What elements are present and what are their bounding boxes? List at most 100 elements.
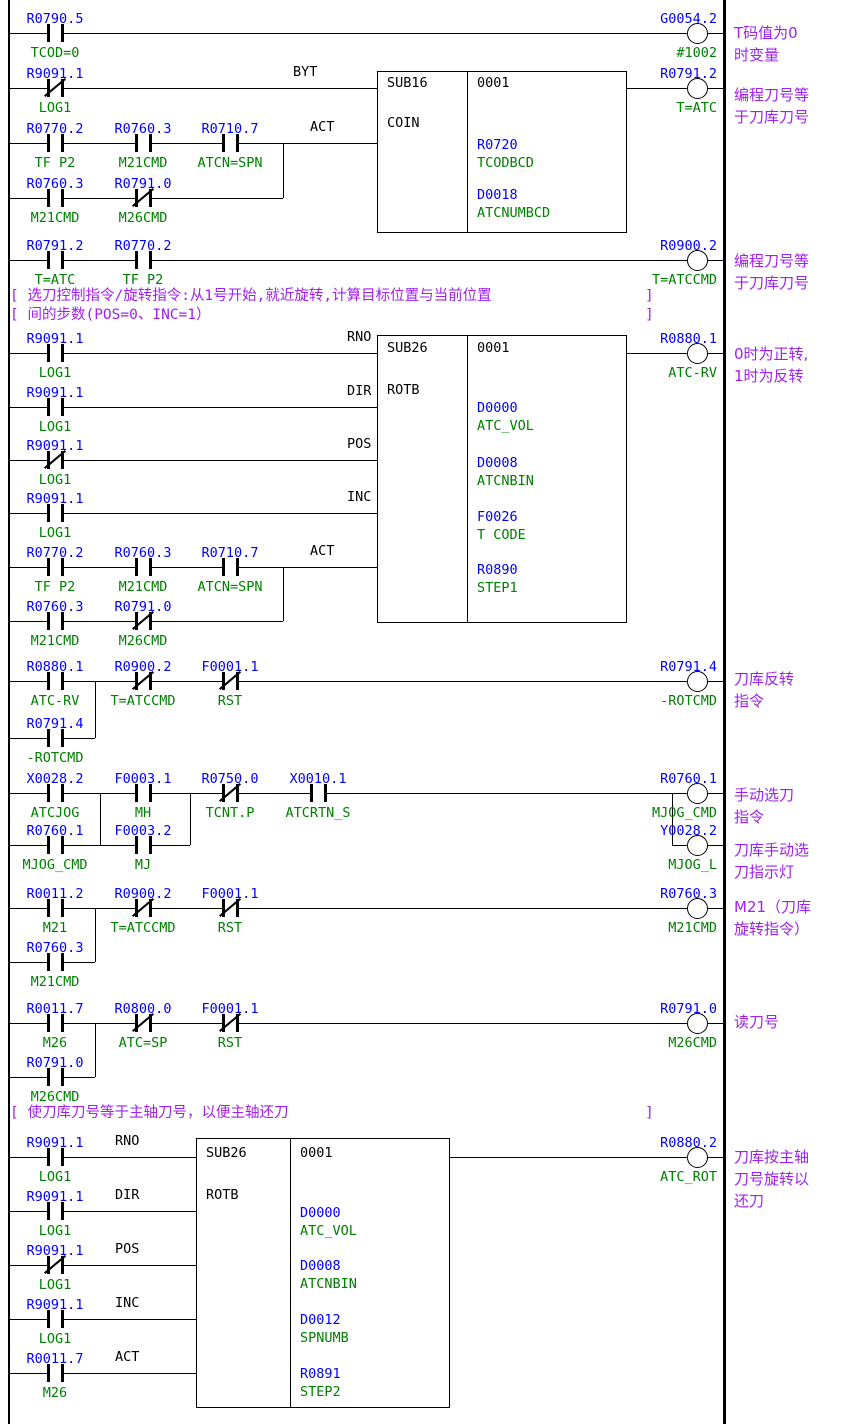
comment-text: ] (645, 307, 654, 323)
function-block-text: R0720 (477, 137, 518, 153)
function-block-text: D0012 (300, 1312, 341, 1328)
function-block-text: STEP1 (477, 580, 518, 596)
annotation-text: 指令 (734, 808, 765, 826)
function-block-text: ROTB (206, 1187, 239, 1203)
coil-address: G0054.2 (660, 11, 717, 27)
contact-label: LOG1 (38, 1331, 72, 1347)
parameter-label-BYT: BYT (293, 64, 318, 80)
contact-address: R0900.2 (114, 659, 172, 675)
contact-address: R0790.5 (26, 11, 84, 27)
nc-contact-F0001.1 (219, 1013, 241, 1032)
function-block-text: D0008 (477, 455, 518, 471)
contact-address: R0011.2 (26, 886, 84, 902)
contact-label: M26CMD (30, 1089, 80, 1105)
v-wire (100, 793, 101, 845)
no-contact-R0710.7 (222, 558, 239, 576)
h-wire (8, 1211, 196, 1212)
nc-contact-R0800.0 (132, 1013, 154, 1032)
nc-contact-R9091.1 (44, 1255, 66, 1274)
function-block-SUB26-ROTB-1 (377, 335, 627, 623)
coil-R0760.3 (687, 898, 708, 919)
annotation-text: 刀库按主轴 (734, 1148, 810, 1166)
function-block-SUB26-ROTB-2 (196, 1138, 450, 1408)
nc-contact-R9091.1 (44, 78, 66, 97)
function-block-text: D0000 (300, 1205, 341, 1221)
function-block-text: D0018 (477, 187, 518, 203)
contact-label: LOG1 (38, 1169, 72, 1185)
parameter-label-INC: INC (347, 489, 372, 505)
contact-address: R9091.1 (26, 491, 84, 507)
nc-contact-R0900.2 (132, 671, 154, 690)
contact-address: R0791.0 (114, 176, 172, 192)
annotation-text: 指令 (734, 692, 765, 710)
contact-address: R9091.1 (26, 385, 84, 401)
contact-label: LOG1 (38, 525, 72, 541)
coil-label: #1002 (676, 45, 717, 61)
contact-address: X0028.2 (26, 771, 84, 787)
h-wire (8, 353, 377, 354)
contact-label: M21CMD (118, 155, 168, 171)
contact-label: M26 (42, 1385, 68, 1401)
coil-G0054.2 (687, 23, 708, 44)
comment-text: ] (645, 288, 654, 304)
nc-slash (132, 1013, 154, 1032)
h-wire (8, 88, 377, 89)
nc-contact-R0791.0 (132, 188, 154, 207)
parameter-label-ACT: ACT (310, 543, 335, 559)
function-block-text: ATCNUMBCD (477, 205, 551, 221)
function-block-text: D0008 (300, 1258, 341, 1274)
no-contact-R9091.1 (47, 504, 64, 522)
nc-contact-R0900.2 (132, 898, 154, 917)
annotation-text: 时变量 (734, 46, 780, 64)
no-contact-R0011.2 (47, 899, 64, 917)
contact-address: R0011.7 (26, 1351, 84, 1367)
nc-slash (132, 611, 154, 630)
contact-address: R9091.1 (26, 1135, 84, 1151)
coil-address: R0880.2 (660, 1135, 717, 1151)
h-wire (8, 1373, 196, 1374)
no-contact-R0760.3 (135, 134, 152, 152)
nc-slash (219, 1013, 241, 1032)
nc-slash (132, 671, 154, 690)
no-contact-X0010.1 (310, 784, 327, 802)
function-block-text: SPNUMB (300, 1330, 349, 1346)
h-wire (8, 143, 377, 144)
function-block-text: COIN (387, 115, 420, 131)
function-block-divider (290, 1138, 291, 1408)
no-contact-R9091.1 (47, 398, 64, 416)
contact-address: R0760.3 (26, 176, 84, 192)
contact-address: R0900.2 (114, 886, 172, 902)
coil-R0791.2 (687, 78, 708, 99)
no-contact-F0003.2 (135, 836, 152, 854)
contact-label: MJOG_CMD (22, 857, 88, 873)
contact-address: R0760.3 (26, 599, 84, 615)
no-contact-R0760.1 (47, 836, 64, 854)
no-contact-R0790.5 (47, 24, 64, 42)
no-contact-R0760.3 (135, 558, 152, 576)
annotation-text: 0时为正转, (734, 345, 809, 363)
function-block-text: R0890 (477, 562, 518, 578)
contact-address: R0791.0 (26, 1055, 84, 1071)
contact-label: M26 (42, 1035, 68, 1051)
parameter-label-RNO: RNO (115, 1133, 140, 1149)
nc-contact-R0750.0 (219, 783, 241, 802)
coil-address: Y0028.2 (660, 823, 717, 839)
annotation-text: M21（刀库 (734, 898, 812, 916)
annotation-text: 刀库反转 (734, 670, 795, 688)
nc-contact-R0791.0 (132, 611, 154, 630)
contact-label: ATCRTN_S (285, 805, 351, 821)
contact-address: R0710.7 (201, 545, 259, 561)
h-wire (8, 33, 723, 34)
annotation-text: 刀指示灯 (734, 863, 795, 881)
coil-label: M21CMD (668, 920, 717, 936)
function-block-text: SUB26 (206, 1145, 247, 1161)
contact-address: R9091.1 (26, 66, 84, 82)
nc-slash (219, 898, 241, 917)
contact-address: F0003.1 (114, 771, 172, 787)
function-block-text: 0001 (477, 75, 510, 91)
contact-address: F0003.2 (114, 823, 172, 839)
function-block-text: STEP2 (300, 1384, 341, 1400)
no-contact-R9091.1 (47, 1148, 64, 1166)
parameter-label-ACT: ACT (115, 1349, 140, 1365)
v-wire (95, 908, 96, 962)
